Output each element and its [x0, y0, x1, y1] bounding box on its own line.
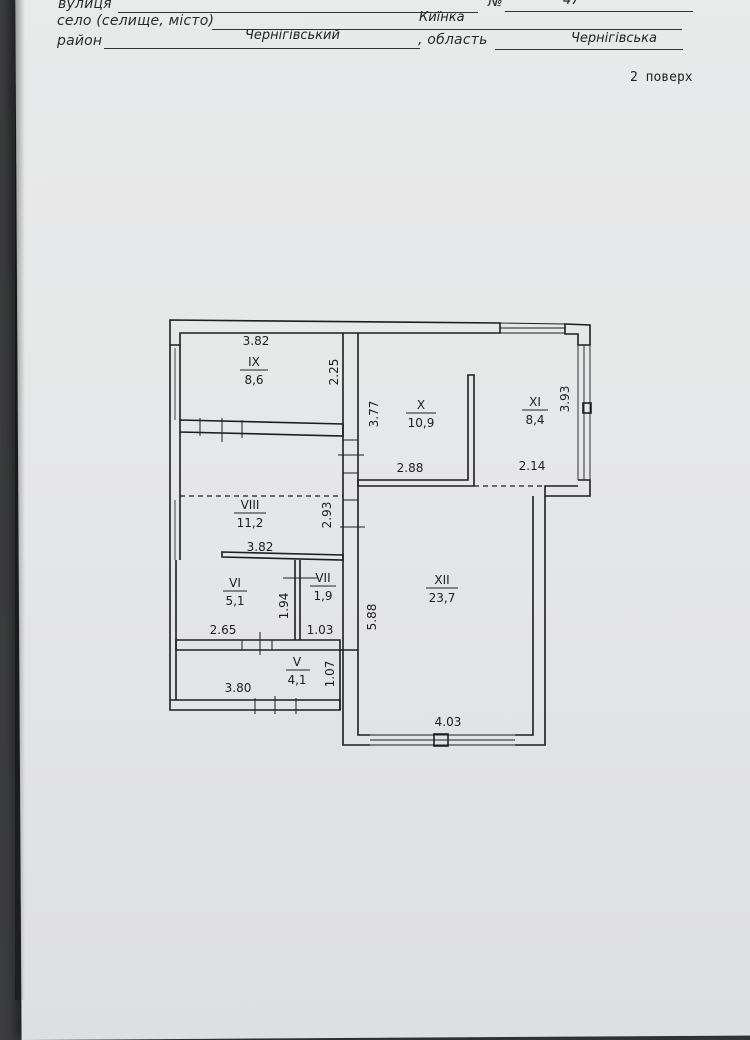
door-ix [199, 418, 243, 442]
street-label: вулиця [58, 0, 112, 12]
door-central-1 [338, 439, 364, 456]
wall-vi-vii [294, 560, 301, 640]
dim-x-height: 3.77 [367, 401, 381, 428]
dim-viii-width: 3.82 [247, 540, 274, 554]
room-xii-area: 23,7 [429, 591, 456, 605]
dim-v-height: 1.07 [323, 661, 337, 688]
room-vii-id: VII [315, 571, 330, 585]
dim-xii-height: 5.88 [365, 604, 379, 631]
region-value: Чернігівська [571, 31, 658, 46]
door-v [241, 632, 273, 655]
room-ix-id: IX [248, 355, 260, 369]
street-number-sign: № [488, 0, 503, 10]
district-label: район [57, 33, 103, 49]
room-v-id: V [293, 655, 302, 669]
dim-v-width: 3.80 [225, 681, 252, 695]
dim-xi-width: 2.14 [519, 459, 546, 473]
district-value: Чернігівський [245, 28, 340, 43]
wall-x-inner [357, 374, 475, 487]
door-central-2 [340, 472, 365, 528]
wall-vi-v [175, 639, 341, 651]
wall-central [342, 333, 359, 545]
dimension-labels: 3.82 2.25 3.77 3.93 2.88 2.14 2.93 3.82 … [210, 334, 572, 729]
corner-pier [564, 323, 591, 346]
settlement-underline [212, 29, 682, 30]
room-viii-area: 11,2 [237, 516, 264, 530]
right-pier-bottom [544, 479, 591, 497]
dim-xii-width: 4.03 [435, 715, 462, 729]
wall-top-left [169, 319, 501, 346]
room-labels: IX 8,6 X 10,9 XI 8,4 VIII 11,2 VI 5,1 VI… [223, 355, 548, 687]
region-underline [495, 49, 683, 50]
wall-viii-vi [221, 551, 344, 561]
window-mullion-bottom [433, 733, 449, 747]
settlement-label: село (селище, місто) [57, 13, 215, 29]
room-viii-id: VIII [241, 498, 260, 512]
dim-ix-width: 3.82 [243, 334, 270, 348]
page-edge-shadow [15, 0, 25, 1000]
room-xi-area: 8,4 [525, 413, 544, 427]
room-vi-area: 5,1 [225, 594, 244, 608]
room-vi-id: VI [229, 576, 241, 590]
street-number-value: 47 [563, 0, 580, 8]
district-underline [104, 48, 420, 49]
wall-ix-viii [179, 419, 344, 437]
wall-left-upper [169, 345, 181, 700]
room-xi-id: XI [529, 395, 541, 409]
dim-ix-height: 2.25 [327, 359, 341, 386]
room-x-area: 10,9 [408, 416, 435, 430]
plan-walls [169, 319, 592, 747]
room-ix-area: 8,6 [244, 373, 263, 387]
dim-vi-width: 2.65 [210, 623, 237, 637]
settlement-value: Киїнка [419, 10, 465, 25]
room-v-area: 4,1 [287, 673, 306, 687]
dim-viii-height: 2.93 [320, 502, 334, 529]
street-number-underline [505, 11, 693, 12]
street-underline [118, 12, 478, 13]
room-vii-area: 1,9 [313, 589, 332, 603]
dim-x-width: 2.88 [397, 461, 424, 475]
region-label: , область [418, 32, 488, 48]
dim-vi-height: 1.94 [277, 593, 291, 620]
wall-left-lower [175, 432, 181, 700]
floor-plan: IX 8,6 X 10,9 XI 8,4 VIII 11,2 VI 5,1 VI… [169, 319, 592, 747]
window-bottom-xii [370, 734, 515, 746]
wall-xii-left [342, 545, 370, 746]
window-top-right [499, 322, 566, 334]
window-mullion-right [582, 402, 592, 414]
room-x-id: X [417, 398, 425, 412]
window-bottom-left [254, 696, 297, 714]
floor-label: 2 поверх [630, 70, 693, 85]
dim-vii-width: 1.03 [307, 623, 334, 637]
dim-xi-height: 3.93 [558, 386, 572, 413]
room-xii-id: XII [434, 573, 449, 587]
wall-xii-right [515, 496, 546, 746]
